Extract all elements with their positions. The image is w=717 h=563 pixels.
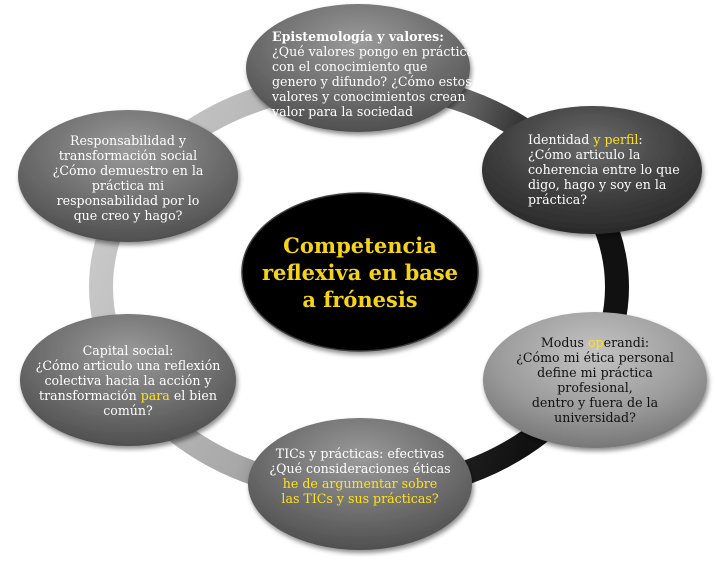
node-capital-line-3: transformación para el bien — [28, 388, 228, 403]
node-epistemologia-title: Epistemología y valores: — [272, 29, 444, 44]
center-line-3: a frónesis — [302, 286, 418, 312]
node-tics-line-2: he de argumentar sobre — [282, 476, 438, 491]
node-responsabilidad-ellipse — [18, 110, 238, 242]
node-identidad-title: Identidad y perfil: — [528, 132, 688, 147]
node-capital-line-1: ¿Cómo articulo una reflexión — [35, 357, 221, 373]
center-ellipse — [241, 192, 479, 352]
node-modus-line-4: dentro y fuera de la — [531, 395, 659, 410]
node-identidad-ellipse — [482, 106, 702, 234]
center-label: Competencia reflexiva en base a frónesis — [250, 222, 470, 322]
node-responsabilidad-line-4: responsabilidad por lo — [56, 193, 200, 208]
center-line-2: reflexiva en base — [261, 259, 459, 285]
node-identidad-line-4: práctica? — [528, 191, 588, 207]
node-modus-title-a: Modus — [540, 335, 589, 350]
node-modus: Modus operandi: ¿Cómo mi ética personal … — [500, 330, 690, 430]
node-modus-title-highlight: op — [588, 335, 604, 350]
node-modus-ellipse — [483, 312, 707, 448]
node-modus-line-5: universidad? — [554, 410, 636, 425]
node-modus-title: Modus operandi: — [500, 335, 690, 350]
node-epistemologia-line-2: con el conocimiento que — [272, 59, 428, 74]
node-responsabilidad-line-5: que creo y hago? — [73, 208, 183, 223]
node-tics-title: TICs y prácticas: efectivas — [275, 446, 445, 461]
node-epistemologia-line-3: genero y difundo? ¿Cómo estos — [272, 74, 472, 89]
node-identidad-line-2: coherencia entre lo que — [528, 161, 680, 177]
node-tics-ellipse — [248, 418, 472, 550]
node-epistemologia-ellipse — [246, 4, 470, 132]
node-identidad-line-3: digo, hago y soy en la — [528, 176, 667, 192]
node-capital-line-2: colectiva hacia la acción y — [44, 372, 212, 388]
node-tics: TICs y prácticas: efectivas ¿Qué conside… — [262, 436, 458, 516]
node-capital-title: Capital social: — [82, 342, 174, 358]
node-capital-line-4: común? — [103, 402, 153, 418]
node-capital-line-3-highlight: para — [140, 387, 170, 403]
node-epistemologia-line-4: valores y conocimientos crean — [272, 89, 466, 104]
node-epistemologia: Epistemología y valores: ¿Qué valores po… — [272, 26, 475, 122]
node-epistemologia-line-1: ¿Qué valores pongo en práctica — [272, 44, 475, 59]
node-modus-line-3: profesional, — [557, 380, 633, 395]
node-capital-line-3-b: el bien — [169, 387, 217, 403]
node-modus-line-2: define mi práctica — [537, 365, 653, 380]
node-modus-title-end: erandi: — [603, 335, 650, 350]
node-responsabilidad-line-1: transformación social — [58, 148, 198, 163]
node-identidad-title-a: Identidad — [528, 131, 594, 147]
node-tics-line-3: las TICs y sus prácticas? — [281, 491, 439, 506]
node-identidad: Identidad y perfil: ¿Cómo articulo la co… — [528, 124, 688, 214]
node-tics-line-1: ¿Qué consideraciones éticas — [269, 461, 451, 476]
node-responsabilidad-line-3: práctica mi — [91, 178, 165, 193]
node-epistemologia-line-5: valor para la sociedad — [272, 104, 414, 119]
node-capital: Capital social: ¿Cómo articulo una refle… — [28, 336, 228, 424]
center-line-1: Competencia — [283, 232, 437, 258]
node-identidad-title-highlight: y perfil — [593, 131, 639, 147]
node-identidad-title-end: : — [638, 131, 643, 147]
node-capital-ellipse — [20, 314, 236, 446]
node-identidad-line-1: ¿Cómo articulo la — [528, 146, 641, 162]
node-responsabilidad: Responsabilidad y transformación social … — [38, 130, 218, 226]
node-modus-line-1: ¿Cómo mi ética personal — [516, 350, 674, 365]
node-responsabilidad-title: Responsabilidad y — [69, 133, 187, 148]
node-responsabilidad-line-2: ¿Cómo demuestro en la — [52, 163, 204, 178]
node-capital-line-3-a: transformación — [39, 387, 141, 403]
